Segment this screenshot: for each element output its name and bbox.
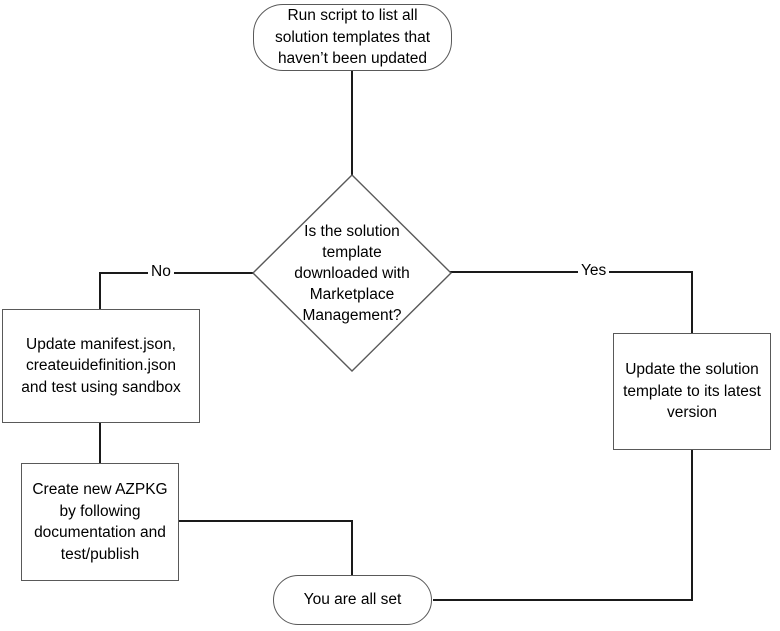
node-start-label: Run script to list all solution template… <box>274 7 431 68</box>
decision-diamond-shape <box>252 174 452 372</box>
node-start-terminator: Run script to list all solution template… <box>253 4 452 71</box>
node-create-azpkg-label: Create new AZPKG by following documentat… <box>32 481 168 563</box>
node-update-template: Update the solution template to its late… <box>613 333 771 450</box>
node-update-manifest: Update manifest.json, createuidefinition… <box>2 309 200 423</box>
connector-decision-to-template-yes <box>450 271 693 334</box>
node-create-azpkg: Create new AZPKG by following documentat… <box>21 463 179 581</box>
edge-label-yes: Yes <box>578 261 610 280</box>
node-end-label: You are all set <box>303 591 402 609</box>
node-update-manifest-label: Update manifest.json, createuidefinition… <box>21 335 181 396</box>
node-update-template-label: Update the solution template to its late… <box>623 361 761 422</box>
node-decision-label: Is the solution template downloaded with… <box>294 222 410 324</box>
node-end-terminator: You are all set <box>273 575 432 625</box>
connector-decision-to-manifest-no <box>99 272 254 310</box>
connector-template-to-end <box>433 449 693 601</box>
node-decision: Is the solution template downloaded with… <box>262 218 442 328</box>
edge-label-no: No <box>148 262 174 281</box>
connector-azpkg-to-end <box>179 520 353 576</box>
